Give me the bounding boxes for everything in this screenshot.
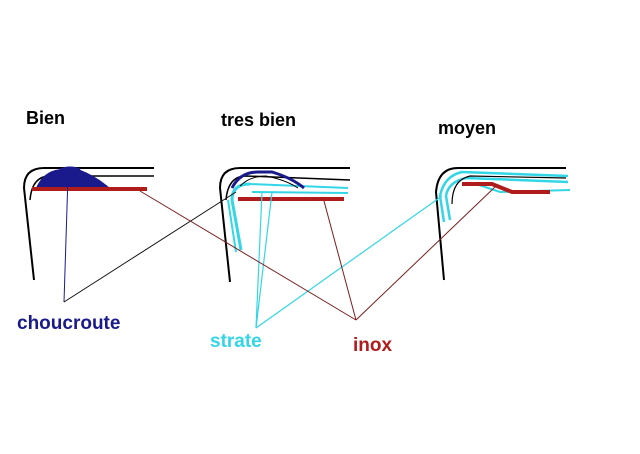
panel-bien xyxy=(22,166,154,281)
heading-bien: Bien xyxy=(26,108,66,128)
moyen-inner-shell xyxy=(451,175,567,205)
panel-moyen xyxy=(434,167,571,281)
tres-bien-strate-left-2 xyxy=(227,199,237,253)
leader-inox-moyen xyxy=(355,185,497,321)
leader-strate-moyen xyxy=(255,195,443,329)
leader-choucroute-tres-bien xyxy=(63,191,237,303)
moyen-inox-plate xyxy=(462,182,550,194)
tres-bien-choucroute-inner xyxy=(239,175,299,189)
panel-tres-bien xyxy=(218,167,351,283)
leader-lines xyxy=(63,175,497,329)
heading-tres-bien: tres bien xyxy=(221,110,297,130)
label-choucroute: choucroute xyxy=(17,313,121,334)
tres-bien-outer-shell xyxy=(218,167,350,283)
heading-moyen: moyen xyxy=(438,118,497,138)
leader-inox-bien xyxy=(139,190,357,321)
label-strate: strate xyxy=(210,331,262,352)
moyen-strate xyxy=(438,170,569,223)
bien-outer-shell xyxy=(22,167,154,281)
leader-strate-tres-bien-b xyxy=(255,191,273,329)
leader-choucroute-bien xyxy=(63,175,69,303)
leader-strate-tres-bien-a xyxy=(255,191,263,329)
bien-choucroute-fill xyxy=(36,169,109,187)
moyen-outer-shell xyxy=(434,167,566,281)
label-inox: inox xyxy=(353,335,393,356)
tres-bien-choucroute xyxy=(230,170,305,190)
tres-bien-strate-left xyxy=(230,182,251,251)
tres-bien-inner-shell xyxy=(225,175,351,201)
leader-inox-tres-bien xyxy=(323,200,357,321)
bien-choucroute-cap xyxy=(59,166,81,172)
